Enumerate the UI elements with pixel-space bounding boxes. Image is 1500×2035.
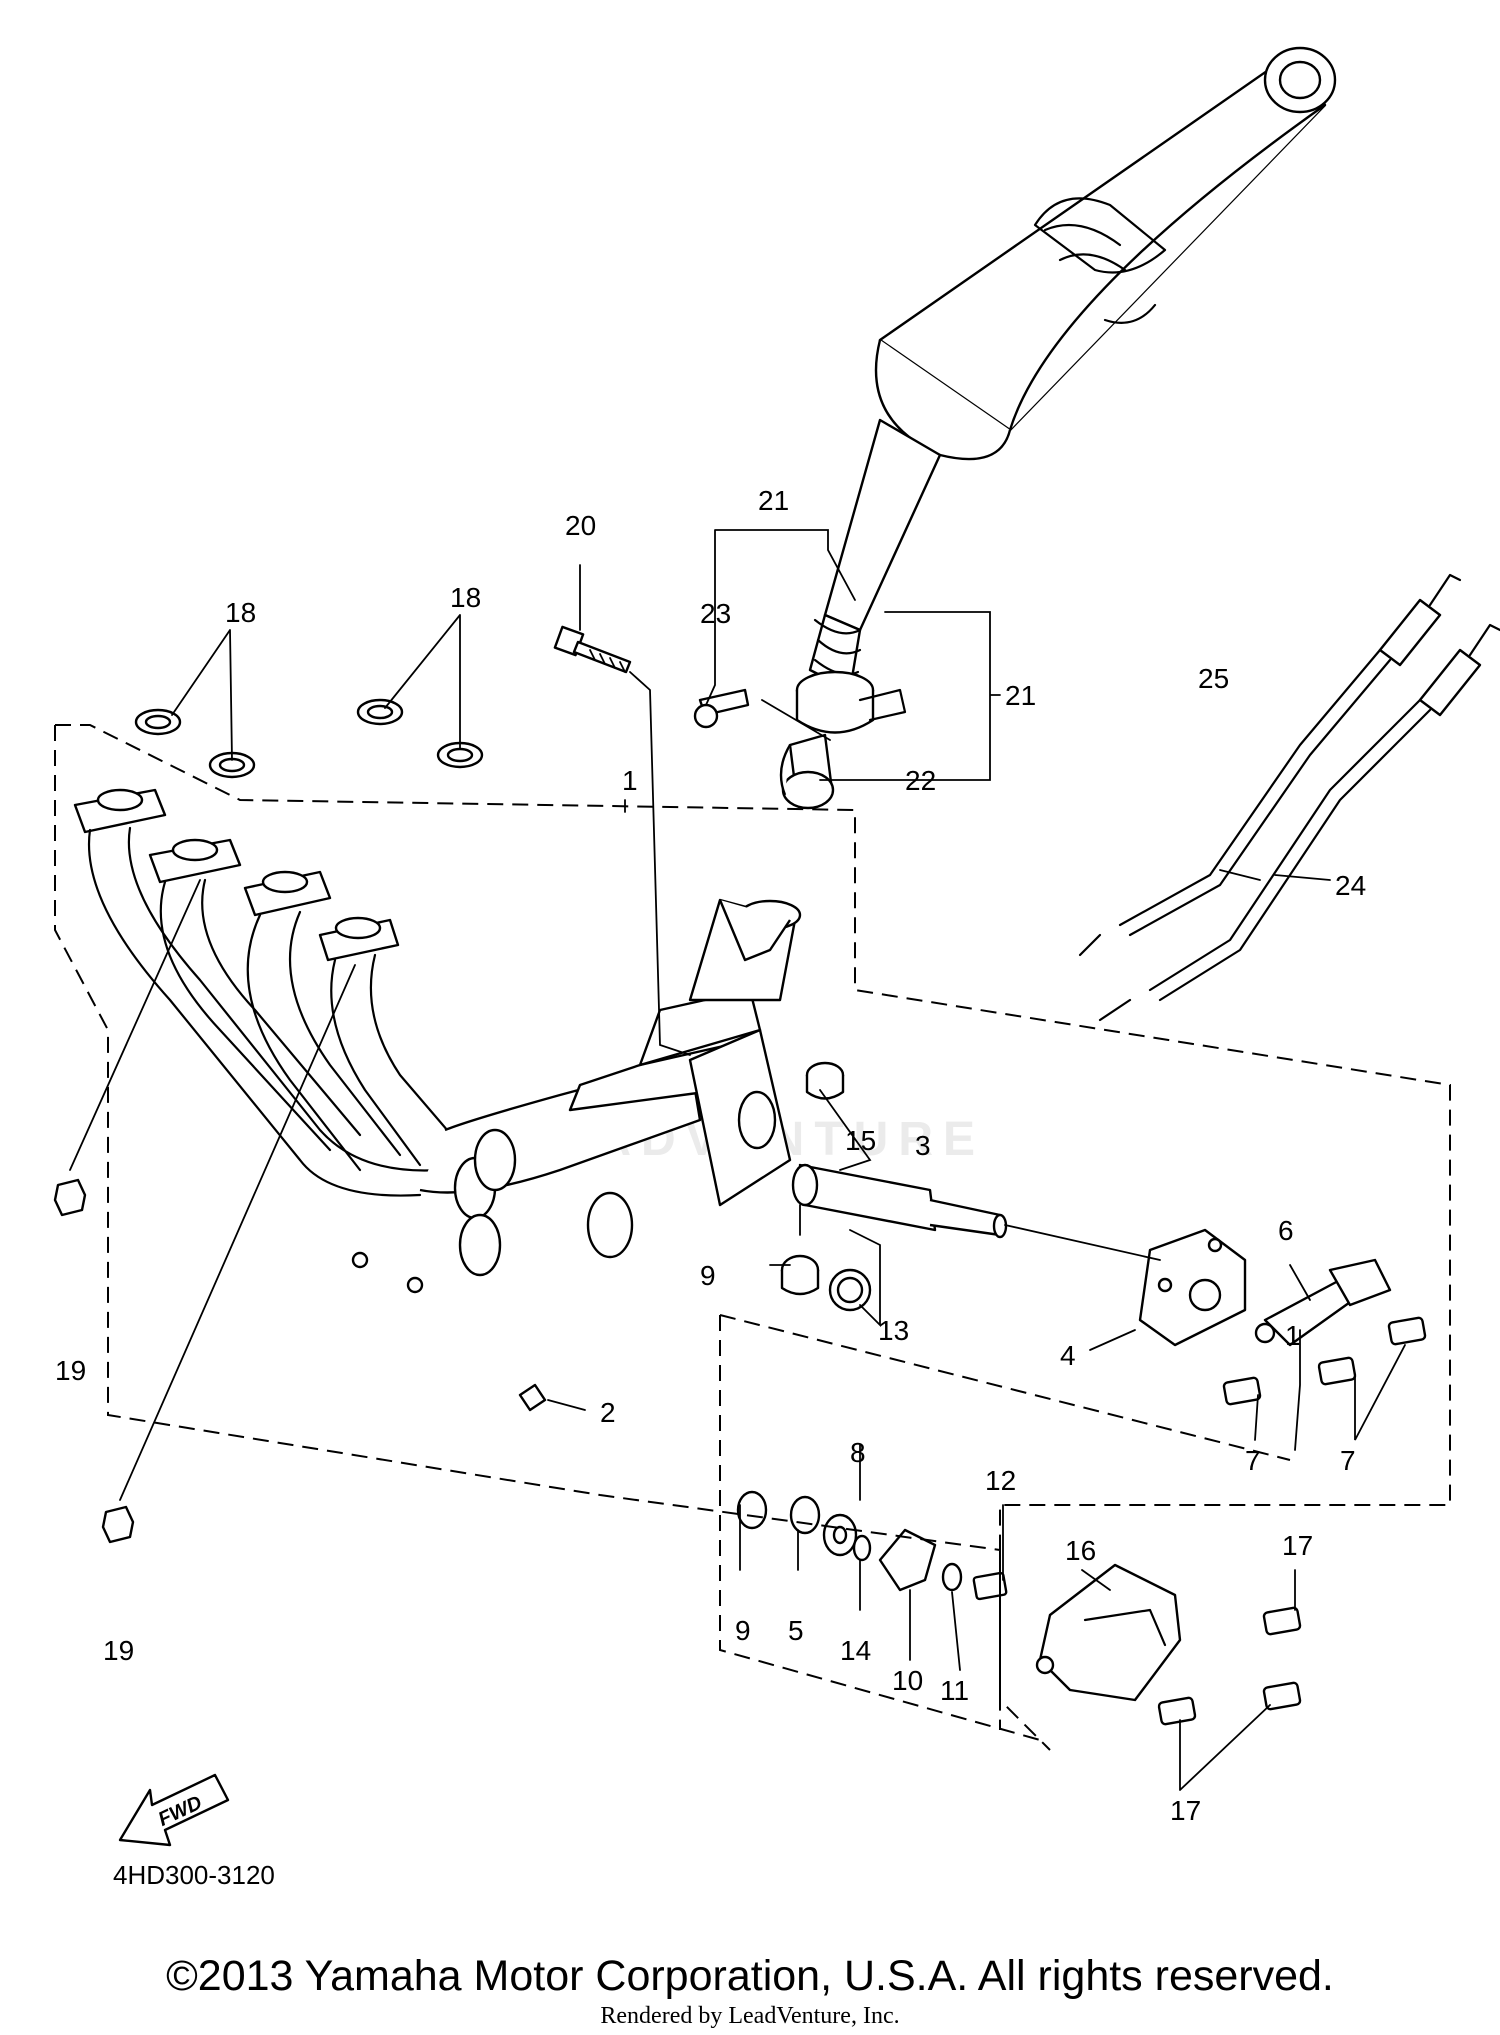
lower-hardware — [736, 1490, 1008, 1601]
callout-7b: 7 — [1340, 1445, 1356, 1476]
callout-17b: 17 — [1170, 1795, 1201, 1826]
callout-9a: 9 — [700, 1260, 716, 1291]
leader-lines — [69, 529, 1406, 1791]
fwd-arrow: FWD — [118, 1773, 230, 1847]
nut-19 — [53, 1178, 135, 1544]
exhaust-header — [73, 788, 802, 1294]
bushing-9-upper — [780, 1254, 820, 1296]
callout-9b: 9 — [735, 1615, 751, 1646]
callout-23: 23 — [700, 598, 731, 629]
callout-17a: 17 — [1282, 1530, 1313, 1561]
cover-16 — [1035, 1563, 1182, 1702]
clamp — [795, 670, 907, 734]
callout-8: 8 — [850, 1437, 866, 1468]
gaskets-18 — [134, 698, 484, 779]
callout-16: 16 — [1065, 1535, 1096, 1566]
diagram-part-code: 4HD300-3120 — [113, 1860, 275, 1890]
callout-24: 24 — [1335, 870, 1366, 901]
callout-22: 22 — [905, 765, 936, 796]
callout-18b: 18 — [450, 582, 481, 613]
pulley-6 — [1254, 1258, 1392, 1347]
bolt-2 — [518, 1383, 547, 1412]
callout-1b: 1 — [1285, 1320, 1301, 1351]
callout-12: 12 — [985, 1465, 1016, 1496]
bolt-23 — [693, 688, 750, 729]
callout-25: 25 — [1198, 663, 1229, 694]
callout-21a: 21 — [758, 485, 789, 516]
callout-14: 14 — [840, 1635, 871, 1666]
copyright-notice: ©2013 Yamaha Motor Corporation, U.S.A. A… — [166, 1952, 1334, 2000]
callout-7a: 7 — [1245, 1445, 1261, 1476]
callout-6: 6 — [1278, 1215, 1294, 1246]
rendered-by-notice: Rendered by LeadVenture, Inc. — [600, 2003, 900, 2029]
bolts-17 — [1157, 1606, 1302, 1726]
throttle-cables — [1078, 573, 1500, 1022]
callout-15: 15 — [845, 1125, 876, 1156]
callout-21b: 21 — [1005, 680, 1036, 711]
callout-3: 3 — [915, 1130, 931, 1161]
callouts: 1 1 2 3 4 5 6 7 7 8 9 9 10 11 12 13 14 1… — [55, 485, 1366, 1826]
callout-4: 4 — [1060, 1340, 1076, 1371]
assembly-outlines — [54, 724, 1451, 1751]
callout-10: 10 — [892, 1665, 923, 1696]
callout-20: 20 — [565, 510, 596, 541]
callout-13: 13 — [878, 1315, 909, 1346]
ring-13 — [828, 1268, 872, 1312]
valve-shaft-3 — [791, 1163, 1008, 1239]
callout-19b: 19 — [103, 1635, 134, 1666]
cap-15 — [805, 1061, 845, 1100]
bolt-20 — [553, 625, 632, 674]
callout-19a: 19 — [55, 1355, 86, 1386]
gasket-22 — [779, 733, 835, 810]
bolts-7 — [1222, 1316, 1427, 1406]
callout-18a: 18 — [225, 597, 256, 628]
callout-5: 5 — [788, 1615, 804, 1646]
callout-11: 11 — [940, 1675, 969, 1706]
callout-1: 1 — [622, 765, 638, 796]
callout-2: 2 — [600, 1397, 616, 1428]
muffler — [808, 46, 1337, 692]
bracket-4 — [1138, 1228, 1247, 1347]
